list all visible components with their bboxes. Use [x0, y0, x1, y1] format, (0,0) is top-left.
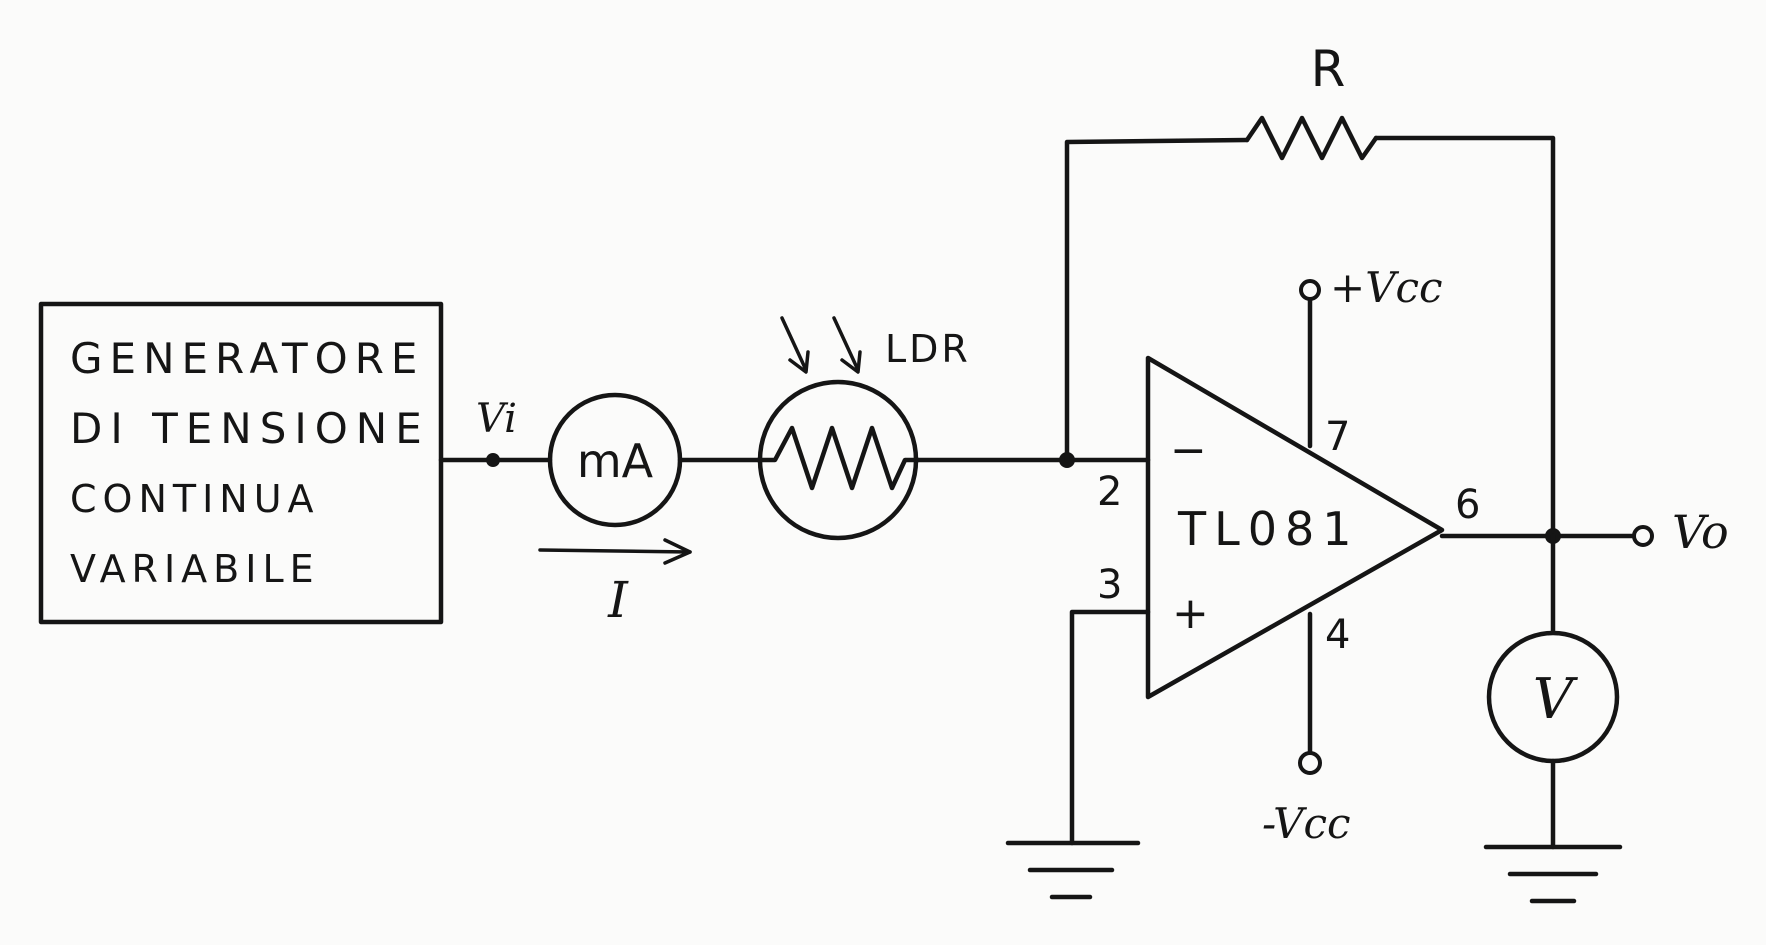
- ldr-circle: [757, 379, 919, 541]
- generator-line-3: CONTINUA: [70, 477, 320, 521]
- opamp: − + TL081 2 3 7 4 6: [1097, 355, 1480, 700]
- ldr: LDR: [755, 316, 971, 541]
- generator-box: [38, 301, 444, 625]
- vi-label: Vi: [476, 396, 517, 442]
- terminal-vcc-pos: [1299, 279, 1321, 301]
- resistor-label: R: [1311, 40, 1346, 98]
- ammeter-label: mA: [577, 434, 654, 488]
- ammeter: mA: [547, 392, 683, 528]
- ldr-label: LDR: [885, 327, 971, 371]
- opamp-minus: −: [1170, 425, 1207, 476]
- feedback-resistor: R: [1064, 40, 1556, 539]
- ldr-resistor-zigzag: [755, 425, 921, 491]
- pin-7-label: 7: [1325, 414, 1350, 460]
- current-arrow-shaft: [538, 548, 692, 554]
- pin-2-label: 2: [1097, 469, 1122, 515]
- pin-4-label: 4: [1325, 612, 1350, 658]
- ground-left: [1005, 840, 1141, 900]
- vo-label: Vo: [1672, 505, 1729, 559]
- generator-line-2: DI TENSIONE: [70, 404, 430, 453]
- wire-noninverting-ground: [1069, 609, 1151, 846]
- voltmeter-label: V: [1533, 667, 1579, 732]
- light-arrow-2-head: [840, 350, 862, 374]
- resistor-zigzag: [1244, 115, 1379, 161]
- current-arrow-head: [663, 538, 692, 565]
- opamp-plus: +: [1172, 588, 1209, 639]
- current-label: I: [607, 571, 629, 629]
- generator-line-1: GENERATORE: [70, 334, 424, 383]
- opamp-triangle: [1145, 355, 1445, 700]
- pin-3-label: 3: [1097, 562, 1122, 608]
- voltmeter: V: [1486, 630, 1620, 764]
- node-vi: [486, 453, 500, 467]
- light-arrow-1-head: [788, 350, 810, 374]
- generator-line-4: VARIABILE: [70, 547, 320, 591]
- current-arrow: I: [538, 538, 692, 629]
- wire-feedback-right: [1373, 135, 1556, 539]
- wire-feedback-left: [1064, 137, 1250, 463]
- light-arrow-1-shaft: [780, 316, 808, 372]
- vcc-pos-label: +Vcc: [1330, 263, 1443, 312]
- terminal-vo: [1632, 525, 1654, 547]
- pin-6-label: 6: [1455, 482, 1480, 528]
- voltage-generator: GENERATORE DI TENSIONE CONTINUA VARIABIL…: [38, 301, 444, 625]
- light-arrow-2-shaft: [832, 316, 860, 372]
- opamp-label: TL081: [1177, 502, 1360, 556]
- terminal-vcc-neg: [1298, 751, 1322, 775]
- ground-right: [1483, 844, 1623, 904]
- vcc-neg-label: -Vcc: [1262, 799, 1351, 848]
